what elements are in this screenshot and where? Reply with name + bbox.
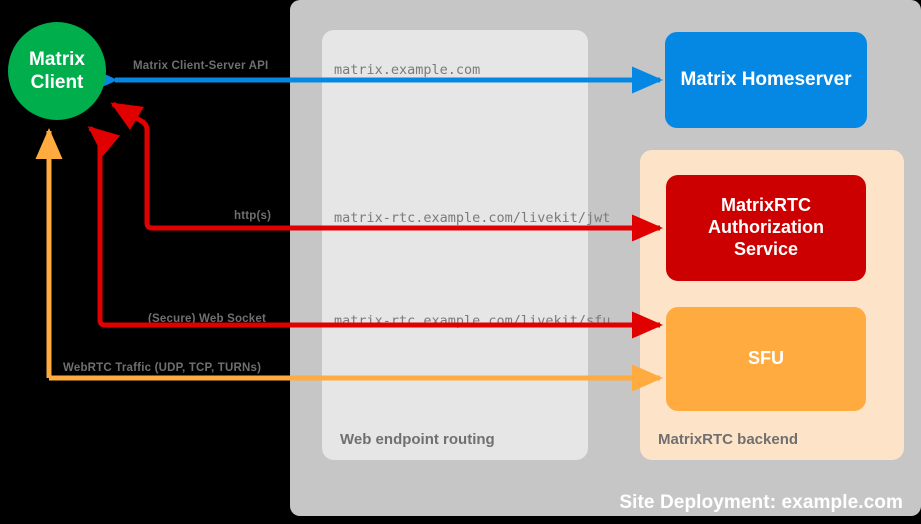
matrix-client-node[interactable]: Matrix Client xyxy=(8,22,106,120)
sfu-label: SFU xyxy=(748,348,784,369)
link-label-https: http(s) xyxy=(234,210,272,222)
link-label-websocket: (Secure) Web Socket xyxy=(148,313,266,325)
site-deployment-label: Site Deployment: example.com xyxy=(619,492,903,513)
link-label-webrtc-traffic: WebRTC Traffic (UDP, TCP, TURNs) xyxy=(63,362,262,374)
matrixrtc-authorization-service-node[interactable]: MatrixRTC Authorization Service xyxy=(666,175,866,281)
matrixrtc-backend-caption: MatrixRTC backend xyxy=(658,431,799,448)
https-wire-client-inbound xyxy=(110,101,660,231)
web-endpoint-routing-caption: Web endpoint routing xyxy=(340,431,495,448)
matrix-homeserver-node[interactable]: Matrix Homeserver xyxy=(665,32,867,128)
matrix-homeserver-label: Matrix Homeserver xyxy=(680,69,852,91)
sfu-node[interactable]: SFU xyxy=(666,307,866,411)
auth-label-line3: Service xyxy=(733,238,799,259)
auth-label-line1: MatrixRTC xyxy=(720,195,811,216)
auth-label-line2: Authorization xyxy=(708,217,824,238)
matrix-client-label-line1: Matrix xyxy=(29,48,85,70)
web-endpoint-routing-panel: Web endpoint routing xyxy=(322,30,588,460)
endpoint-url-livekit-jwt: matrix-rtc.example.com/livekit/jwt xyxy=(334,210,611,226)
matrix-client-label-line2: Client xyxy=(30,72,84,93)
websocket-wire-client-inbound xyxy=(87,126,660,328)
